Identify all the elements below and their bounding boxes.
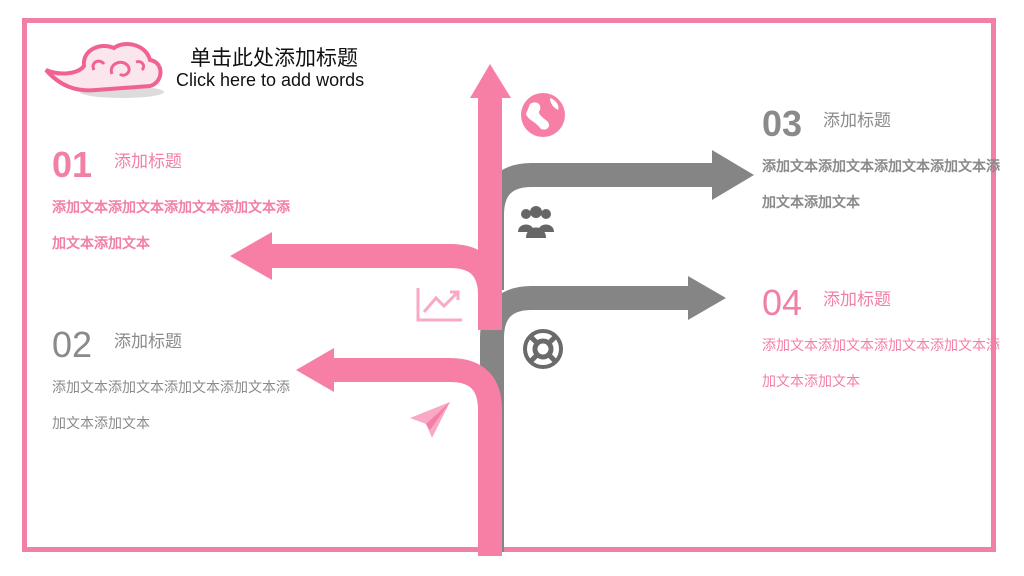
trend-chart-icon (416, 288, 462, 322)
arrow-branch-04 (480, 276, 726, 552)
item-text-04: 添加文本添加文本添加文本添加文本添加文本添加文本 (762, 338, 1000, 390)
slide-frame (22, 18, 996, 552)
item-number-01: 01 (52, 144, 93, 185)
arrow-branch-03 (480, 150, 754, 290)
item-title-04: 添加标题 (823, 290, 891, 310)
arrow-branch-02 (296, 348, 502, 556)
cloud-icon (44, 42, 164, 98)
item-title-01: 添加标题 (114, 152, 182, 172)
item-text-03: 添加文本添加文本添加文本添加文本添加文本添加文本 (762, 159, 1000, 211)
item-number-04: 04 (762, 282, 803, 323)
page-title: 单击此处添加标题 (190, 46, 358, 70)
people-icon (518, 206, 554, 238)
item-text-02: 添加文本添加文本添加文本添加文本添加文本添加文本 (52, 380, 290, 432)
item-number-03: 03 (762, 103, 803, 144)
item-text-01: 添加文本添加文本添加文本添加文本添加文本添加文本 (52, 200, 290, 252)
item-number-02: 02 (52, 324, 93, 365)
item-title-03: 添加标题 (823, 111, 891, 131)
lifebuoy-icon (523, 329, 563, 369)
globe-icon (521, 93, 565, 137)
arrow-branch-01 (230, 232, 502, 330)
item-title-02: 添加标题 (114, 332, 182, 352)
paper-plane-icon (410, 402, 450, 438)
page-subtitle: Click here to add words (176, 70, 365, 90)
